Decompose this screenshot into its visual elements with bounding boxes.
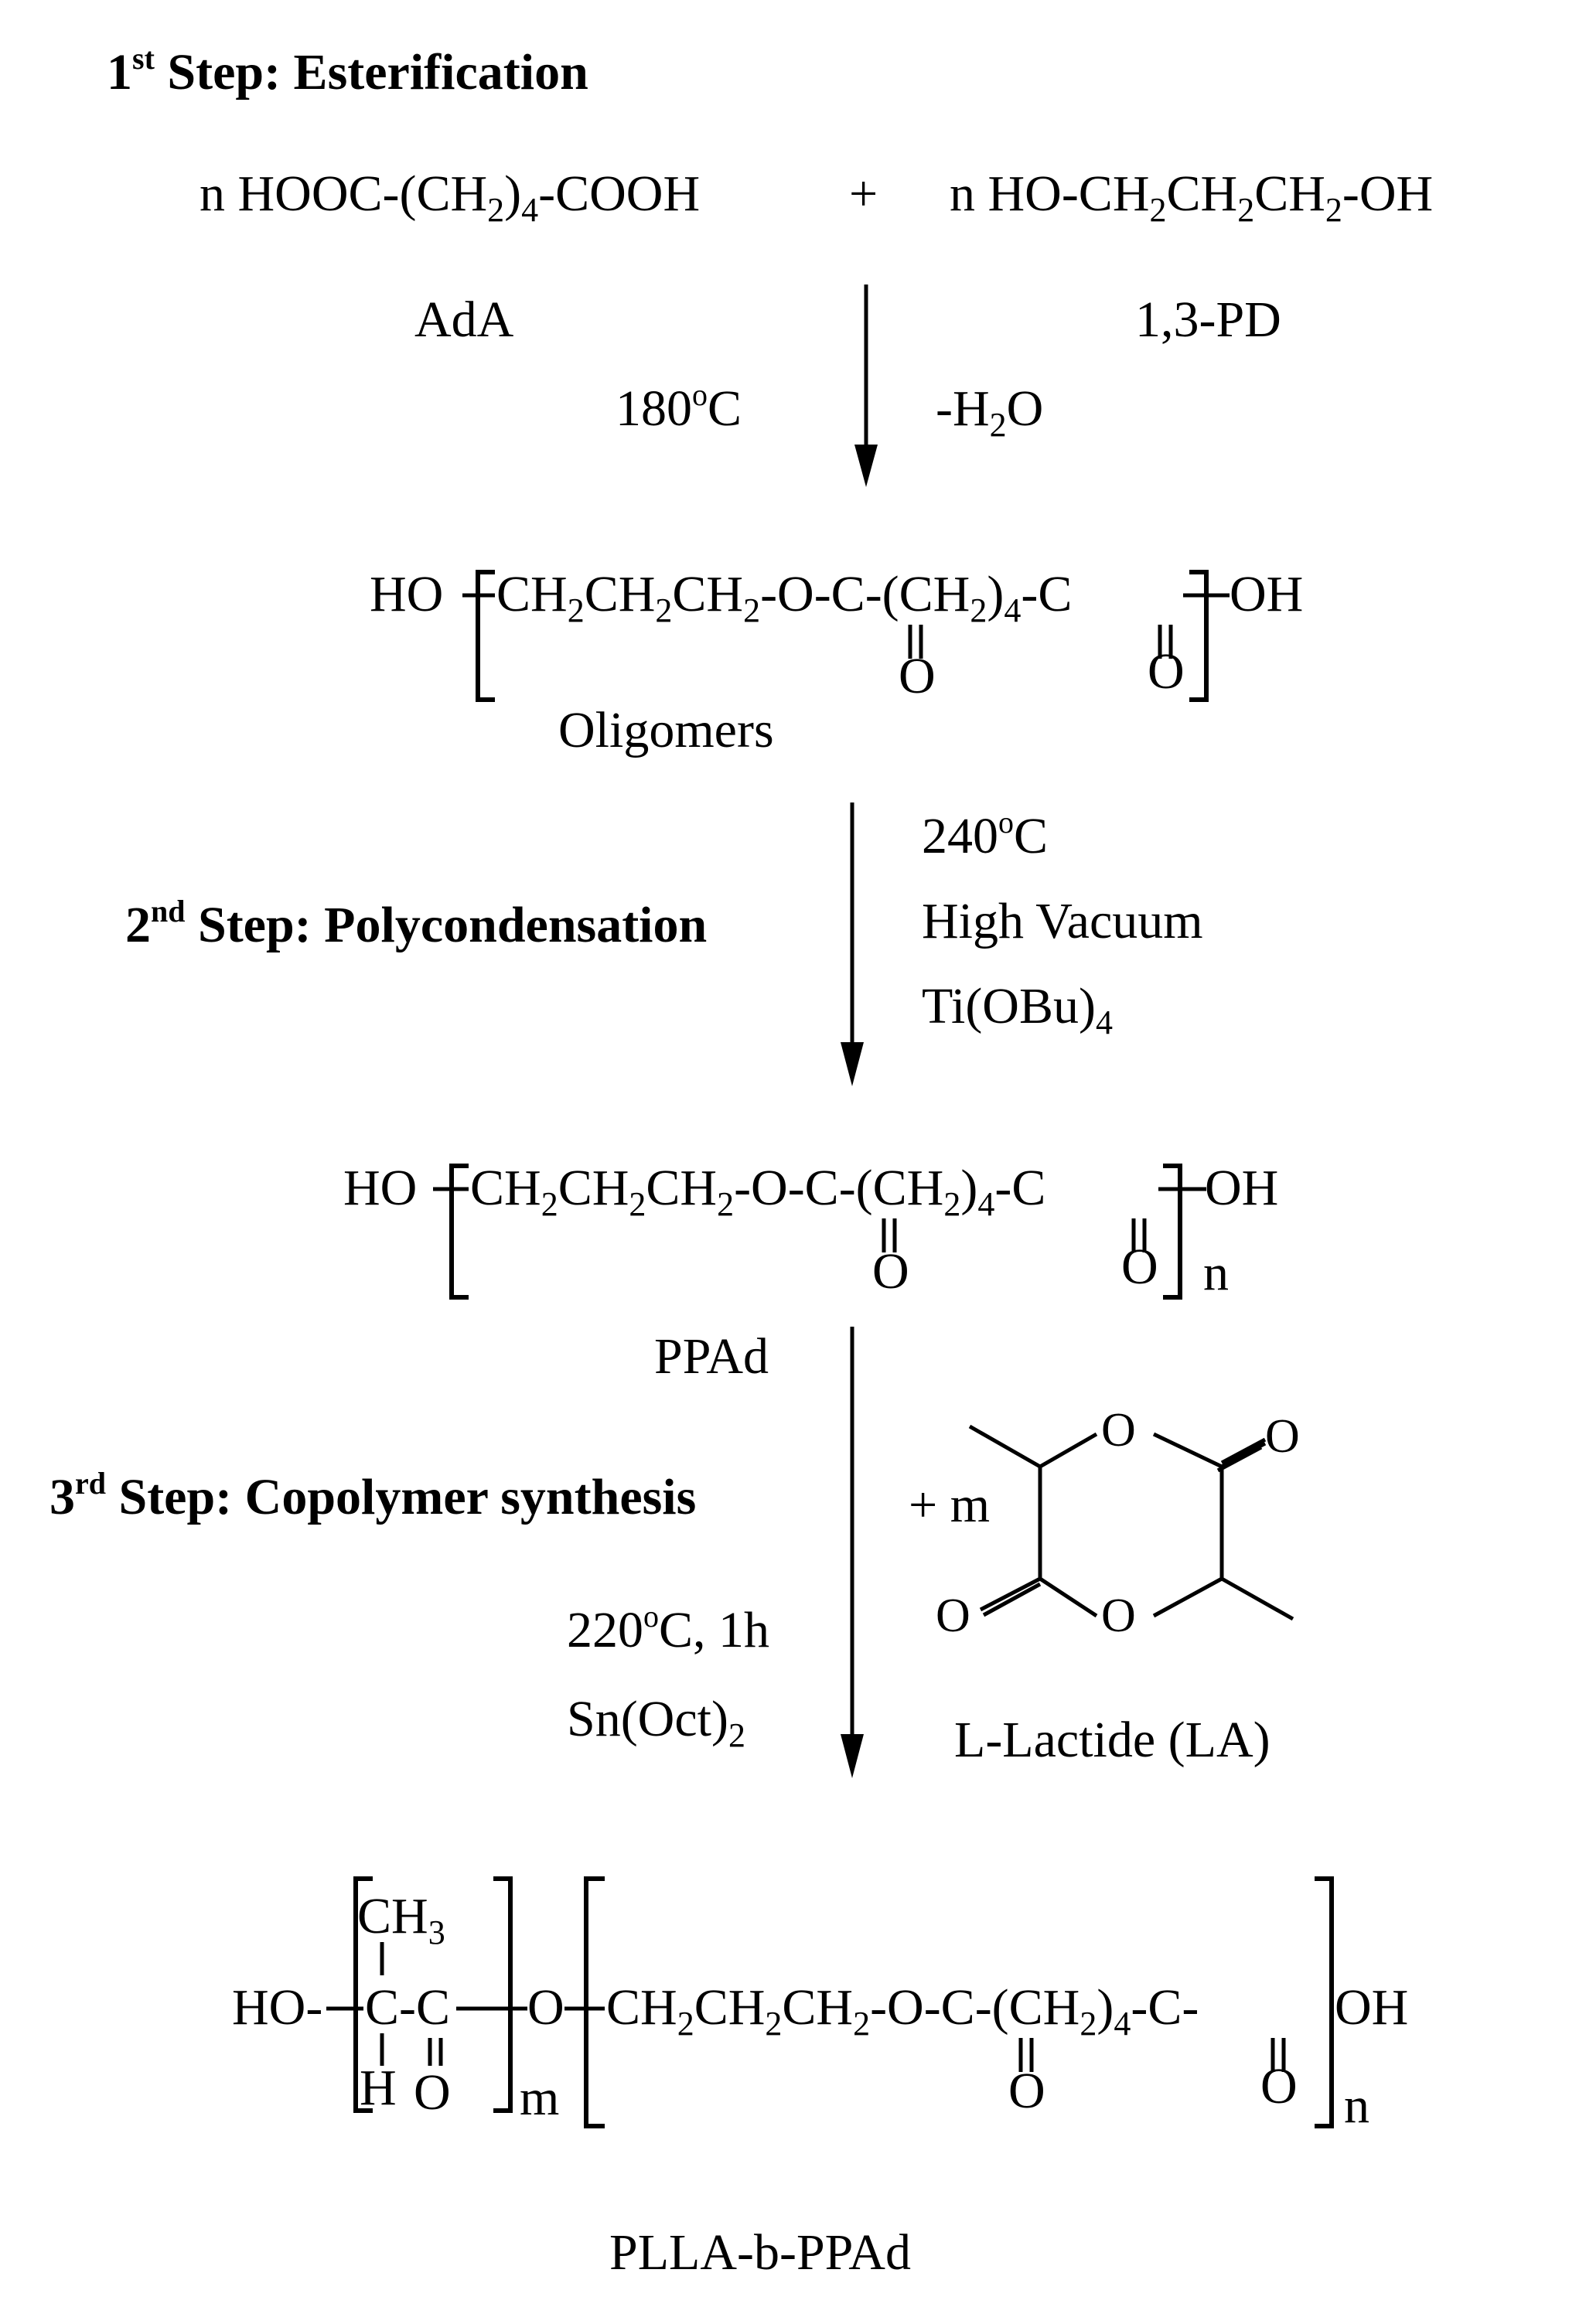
step1-temperature: 180oC [616,377,742,437]
product-methyl: CH3 [357,1888,445,1951]
ppad-repeat-unit: CH2CH2CH2-O-C-(CH2)4-C [470,1160,1045,1223]
propanediol-formula: n HO-CH2CH2CH2-OH [950,165,1433,229]
lactide-ring-oxygen-top: O [1101,1404,1136,1457]
step2-heading: 2nd Step: Polycondensation [125,894,707,953]
product-oh: OH [1335,1979,1408,2036]
arrow-step1 [854,285,878,487]
water-removal: -H2O [936,380,1043,444]
arrow-step2 [841,802,864,1086]
product-pla-carbonyl-o: O [414,2064,451,2121]
lactide-ring-oxygen-bottom: O [1101,1590,1136,1642]
product-subscript-m: m [520,2070,559,2126]
pd-label: 1,3-PD [1135,291,1281,348]
product-lactate-carbons: C-C [365,1979,450,2036]
oligomer-carbonyl-o2: O [1148,643,1185,700]
product-pla-bracket-left [326,1876,373,2113]
plus-m-coefficient: + m [909,1477,990,1533]
ppad-subscript-n: n [1203,1245,1229,1301]
product-ppad-repeat-unit: CH2CH2CH2-O-C-(CH2)4-C- [606,1979,1199,2043]
oligomer-bracket-left [462,570,495,702]
product-hydrogen: H [360,2060,397,2116]
product-label: PLLA-b-PPAd [609,2224,911,2281]
ppad-bracket-right [1158,1164,1206,1300]
ada-label: AdA [414,291,514,348]
step2-catalyst: Ti(OBu)4 [922,978,1113,1041]
step1-heading: 1st Step: Esterification [107,41,588,101]
plus-sign: + [849,165,878,222]
oligomers-label: Oligomers [558,702,774,758]
lactide-label: L-Lactide (LA) [954,1712,1271,1768]
oligomer-bracket-right [1183,570,1230,702]
product-link-oxygen: O [527,1979,564,2036]
oligomer-oh: OH [1230,566,1303,622]
ppad-carbonyl-o2: O [1121,1239,1158,1295]
ppad-bracket-left [433,1164,469,1300]
product-subscript-n: n [1344,2077,1369,2134]
step2-vacuum: High Vacuum [922,893,1203,949]
step3-catalyst: Sn(Oct)2 [567,1691,745,1754]
ppad-carbonyl-o1: O [872,1243,909,1300]
lactide-ring-bonds [968,1424,1294,1621]
oligomer-repeat-unit: CH2CH2CH2-O-C-(CH2)4-C [496,566,1072,629]
product-ppad-carbonyl-o2: O [1260,2058,1298,2114]
product-ho: HO- [232,1979,322,2036]
oligomer-ho: HO [370,566,443,622]
product-pla-bonds [380,1942,443,2066]
step2-temperature: 240oC [922,805,1048,864]
lactide-carbonyl-oxygen-right: O [1265,1410,1300,1463]
ppad-label: PPAd [654,1328,769,1385]
ppad-oh: OH [1205,1160,1278,1216]
oligomer-carbonyl-bonds [908,625,1173,659]
ppad-ho: HO [343,1160,417,1216]
product-ppad-carbonyl-o1: O [1008,2063,1045,2119]
product-ppad-bracket-right [1315,1876,1334,2128]
oligomer-carbonyl-o1: O [899,648,936,704]
ppad-carbonyl-bonds [882,1218,1147,1252]
step3-heading: 3rd Step: Copolymer synthesis [49,1466,696,1525]
step3-conditions: 220oC, 1h [567,1599,769,1658]
adipic-acid-formula: n HOOC-(CH2)4-COOH [200,165,700,229]
lactide-carbonyl-oxygen-left: O [936,1590,970,1642]
arrow-step3 [841,1327,864,1778]
product-pla-bracket-right [456,1876,527,2113]
product-ppad-bracket-left [564,1876,605,2128]
product-ppad-carbonyl-bonds [1018,2038,1286,2072]
